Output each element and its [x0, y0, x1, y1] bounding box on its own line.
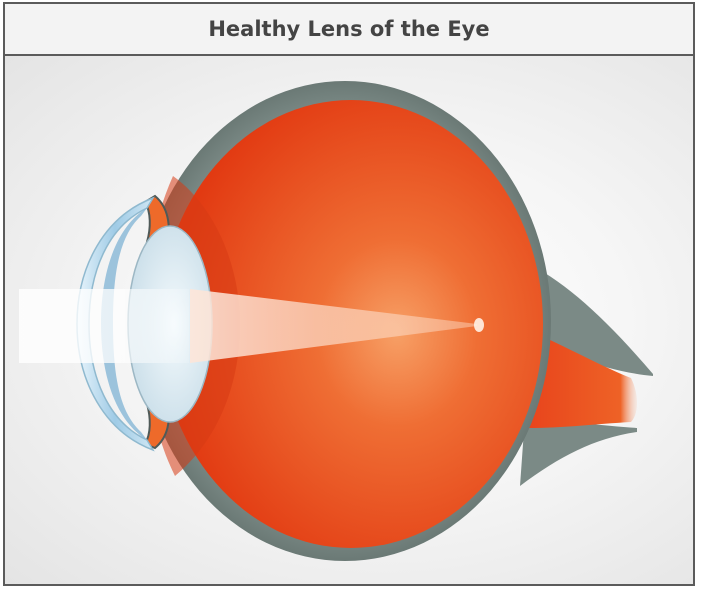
incoming-light-beam [19, 289, 189, 363]
diagram-frame: Healthy Lens of the Eye [3, 2, 695, 586]
eye-cross-section-icon [5, 56, 693, 584]
illustration-area [5, 56, 693, 584]
focal-point [474, 318, 484, 332]
diagram-title: Healthy Lens of the Eye [5, 4, 693, 56]
